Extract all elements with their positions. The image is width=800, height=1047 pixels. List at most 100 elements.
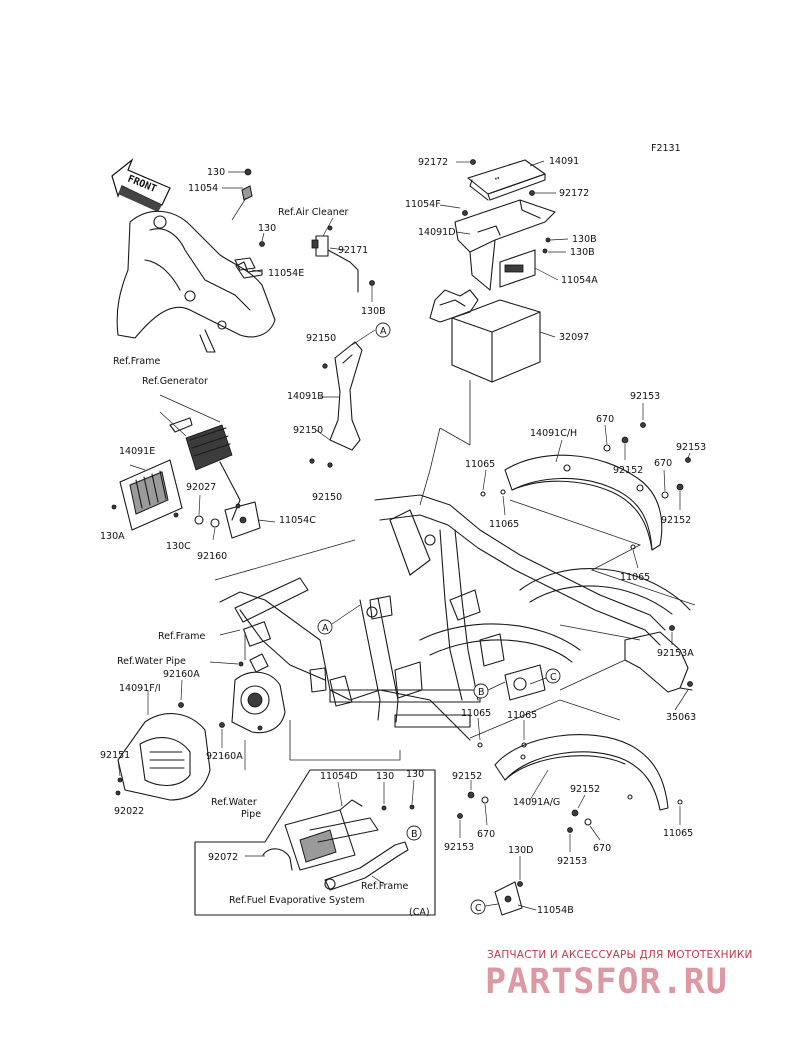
ref-b-lead: [487, 681, 506, 691]
bolt-92153-b: [685, 457, 691, 463]
label-130a: 130A: [100, 531, 125, 542]
bolt-92022: [115, 790, 121, 796]
label-670-b: 670: [654, 458, 672, 469]
washer-670-c: [481, 796, 489, 804]
label-14091ag: 14091A/G: [513, 797, 560, 808]
label-92072: 92072: [208, 852, 238, 863]
grommet-92152-a: [621, 436, 629, 444]
label-ref-water-pipe-b-2: Pipe: [241, 809, 261, 820]
battery-frame-guide: [419, 427, 441, 506]
label-ref-frame-ca: Ref.Frame: [361, 881, 408, 892]
collar-92160a-b: [219, 722, 225, 728]
frame-ref-ca: [324, 841, 409, 891]
bolt-130b-r1: [545, 237, 551, 243]
label-670-c: 670: [477, 829, 495, 840]
washer-670-b: [661, 491, 669, 499]
label-92150-c: 92150: [312, 492, 342, 503]
label-ref-frame-top: Ref.Frame: [113, 356, 160, 367]
sensor-92171: [311, 225, 359, 293]
ref-circle-a-top: [375, 322, 391, 338]
label-130-ca2: 130: [406, 769, 424, 780]
label-11054b: 11054B: [537, 905, 574, 916]
label-670-d: 670: [593, 843, 611, 854]
label-11065-b: 11065: [489, 519, 519, 530]
bracket-35063: [624, 625, 693, 693]
ref-a-lead: [331, 604, 361, 625]
label-11054d: 11054D: [320, 771, 358, 782]
grommet-92027: [194, 515, 204, 525]
figure-code: F2131: [651, 143, 681, 154]
lower-guide: [289, 720, 401, 761]
ref-c-lead: [529, 677, 547, 685]
label-92153-c: 92153: [444, 842, 474, 853]
bolt-130b-r2: [542, 248, 548, 254]
washer-670-d: [584, 818, 592, 826]
ca-box: [194, 769, 436, 916]
rear-fender-lower-14091ag: [494, 734, 669, 811]
label-11054f: 11054F: [405, 199, 441, 210]
bolt-92153-d: [567, 827, 573, 833]
label-11065-d: 11065: [461, 708, 491, 719]
label-92152-c: 92152: [452, 771, 482, 782]
bracket-guide-2: [559, 659, 626, 691]
side-cover-14091fi: [117, 713, 211, 801]
front-arrow: FRONT: [111, 158, 171, 212]
label-92152-a: 92152: [613, 465, 643, 476]
label-92160: 92160: [197, 551, 227, 562]
ref-circle-b-mid: [473, 683, 489, 699]
ref-circle-b-mid-label: B: [478, 687, 485, 698]
label-130b-r2: 130B: [570, 247, 595, 258]
label-ref-water-pipe-a: Ref.Water Pipe: [117, 656, 186, 667]
label-ca-note: (CA): [409, 907, 430, 918]
washer-670-a: [603, 444, 611, 452]
bolt-130a: [111, 504, 117, 510]
label-11054a: 11054A: [561, 275, 598, 286]
ref-circle-a-top-label: A: [380, 326, 387, 337]
frame-top-left-part: [116, 210, 276, 353]
label-35063: 35063: [666, 712, 696, 723]
regulator-generator: [159, 394, 241, 521]
ref-circle-c-bottom: [470, 899, 486, 915]
label-11054: 11054: [188, 183, 218, 194]
bracket-14091b: [309, 329, 376, 468]
label-92152-b: 92152: [661, 515, 691, 526]
label-92153-a: 92153: [630, 391, 660, 402]
bracket-guide: [559, 624, 641, 641]
bolt-92172-a: [470, 159, 476, 165]
label-11065-f: 11065: [663, 828, 693, 839]
watermark-logo: PARTSFOR.RU: [485, 962, 728, 1002]
main-frame: [219, 494, 691, 741]
water-pipe-assembly: [231, 653, 286, 770]
watermark-caption: ЗАПЧАСТИ И АКСЕССУАРЫ ДЛЯ МОТОТЕХНИКИ: [487, 949, 753, 961]
collar-92160a-a: [178, 702, 184, 708]
label-92153-d: 92153: [557, 856, 587, 867]
label-14091b: 14091B: [287, 391, 324, 402]
nut-11065-e: [521, 742, 527, 748]
battery-holder-11054a: [499, 249, 536, 288]
bolt-92172-b: [529, 190, 535, 196]
fender-upper-guide: [509, 499, 696, 606]
label-14091ch: 14091C/H: [530, 428, 577, 439]
label-92153-b: 92153: [676, 442, 706, 453]
label-92022: 92022: [114, 806, 144, 817]
fender-lower-guide: [469, 699, 621, 739]
battery-guide-line-2: [439, 427, 471, 446]
grommet-92152-b: [676, 483, 684, 491]
label-14091: 14091: [549, 156, 579, 167]
label-32097: 32097: [559, 332, 589, 343]
label-670-a: 670: [596, 414, 614, 425]
nut-11065-a: [480, 491, 486, 497]
ref-circle-a-mid: [317, 619, 333, 635]
battery-case-14091d: [454, 199, 556, 291]
label-92027: 92027: [186, 482, 216, 493]
bolt-130: [259, 241, 265, 247]
ref-circle-c-mid-label: C: [550, 672, 557, 683]
label-14091fi: 14091F/I: [119, 683, 161, 694]
part-labels: 130 11054 Ref.Air Cleaner 130 92171 1105…: [100, 156, 706, 918]
label-92153a: 92153A: [657, 648, 694, 659]
battery-32097: [429, 289, 541, 383]
nut-11065-d: [477, 742, 483, 748]
label-92152-d: 92152: [570, 784, 600, 795]
label-92160a-b: 92160A: [206, 751, 243, 762]
